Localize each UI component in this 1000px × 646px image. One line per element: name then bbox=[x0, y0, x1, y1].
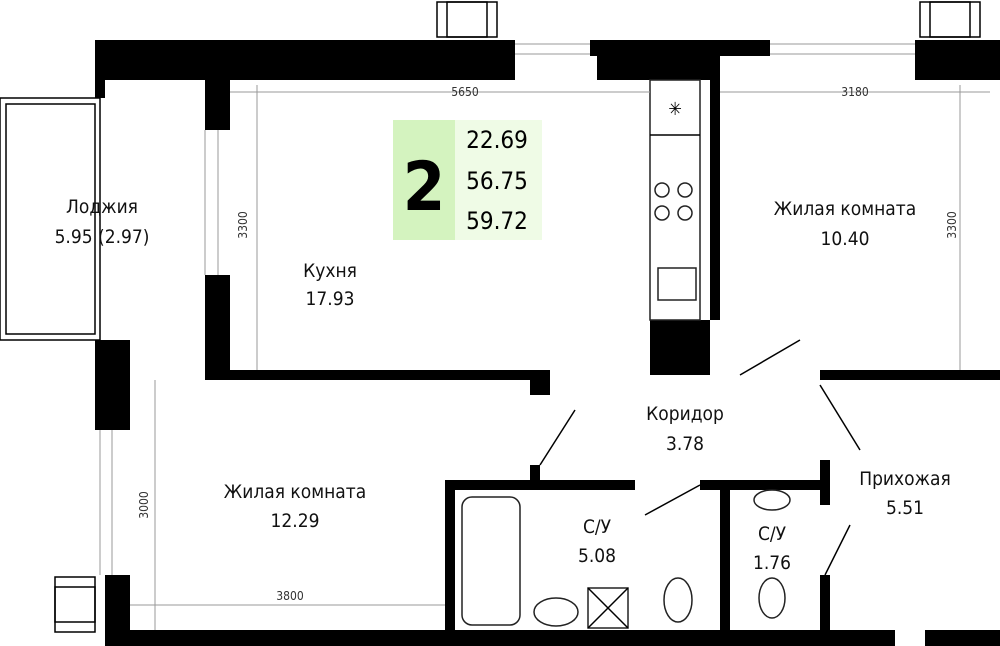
doors bbox=[539, 339, 861, 576]
ac-unit-icon bbox=[54, 576, 96, 633]
kitchen-counter: ✳ bbox=[649, 79, 701, 321]
kitchen-name: Кухня bbox=[303, 260, 357, 282]
hood-icon: ✳ bbox=[668, 99, 682, 120]
hall-name: Прихожая bbox=[859, 468, 951, 490]
loggia-area: 5.95 (2.97) bbox=[55, 226, 150, 248]
bedroom1-width-label: 3180 bbox=[841, 85, 869, 99]
corridor-area: 3.78 bbox=[666, 433, 704, 455]
bedroom2-height-label: 3000 bbox=[137, 491, 151, 519]
bedroom1-height-label: 3300 bbox=[945, 211, 959, 239]
living-area: 22.69 bbox=[466, 126, 528, 154]
bedroom1-name: Жилая комната bbox=[774, 198, 916, 220]
dimension-lines bbox=[130, 85, 990, 630]
bedroom1-area: 10.40 bbox=[821, 228, 870, 250]
bathroom2-name: С/У bbox=[758, 523, 787, 545]
total-area-with-loggia: 59.72 bbox=[466, 207, 528, 235]
ac-unit-icon bbox=[919, 1, 981, 38]
bathroom1-area: 5.08 bbox=[578, 545, 616, 567]
loggia-outline bbox=[0, 97, 101, 341]
kitchen-height-label: 3300 bbox=[236, 211, 250, 239]
bathroom1-name: С/У bbox=[583, 516, 612, 538]
walls bbox=[95, 40, 1000, 646]
bedroom2-name: Жилая комната bbox=[224, 481, 366, 503]
kitchen-area: 17.93 bbox=[306, 288, 355, 310]
bathtub-icon bbox=[461, 496, 521, 626]
washbasin-icon bbox=[753, 489, 791, 511]
bedroom2-area: 12.29 bbox=[271, 510, 320, 532]
toilet-icon bbox=[663, 577, 693, 623]
total-area: 56.75 bbox=[466, 167, 528, 195]
windows bbox=[99, 43, 915, 575]
washbasin-icon bbox=[533, 597, 579, 627]
washing-machine-icon bbox=[587, 587, 629, 629]
corridor-name: Коридор bbox=[646, 403, 724, 425]
toilet-icon bbox=[758, 577, 786, 619]
hall-area: 5.51 bbox=[886, 497, 924, 519]
loggia-name: Лоджия bbox=[66, 196, 138, 218]
bedroom2-width-label: 3800 bbox=[276, 589, 304, 603]
sink-icon bbox=[657, 267, 697, 301]
room-count: 2 bbox=[403, 148, 446, 227]
bathroom2-area: 1.76 bbox=[753, 552, 791, 574]
ac-unit-icon bbox=[436, 1, 498, 38]
apartment-badge: 2 22.69 56.75 59.72 bbox=[393, 120, 542, 240]
kitchen-width-label: 5650 bbox=[451, 85, 479, 99]
stove-icon bbox=[654, 182, 693, 221]
